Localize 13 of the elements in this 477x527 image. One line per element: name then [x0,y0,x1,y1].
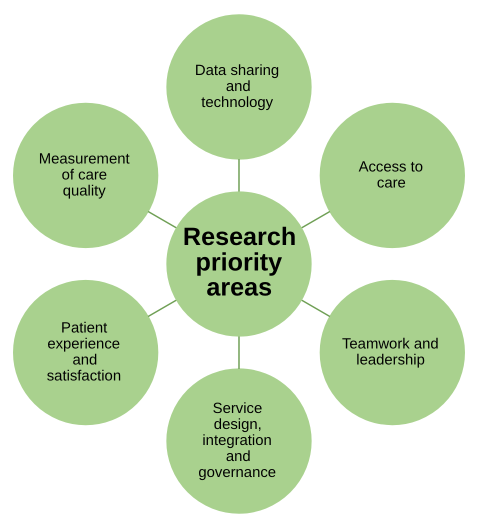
connector [147,299,176,317]
connector [238,158,240,191]
connector [238,336,240,368]
node-circle: Service design, integration and governance [166,368,312,514]
node-circle: Access to care [319,102,464,248]
connector [300,299,330,317]
node-circle: Data sharing and technology [166,14,312,160]
connector [147,210,176,228]
connector [300,210,330,228]
node-circle: Research priority areas [166,190,312,336]
node-circle: Teamwork and leadership [319,279,464,425]
node-circle: Measurement of care quality [12,102,158,248]
node-circle: Patient experience and satisfaction [12,279,158,425]
